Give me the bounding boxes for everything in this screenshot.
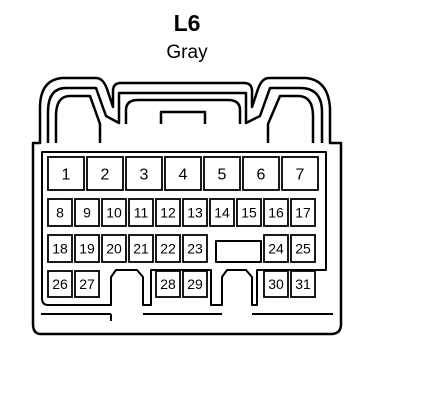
pin-cavity-14	[209, 198, 235, 227]
pin-cavity-11	[128, 198, 154, 227]
pin-cavity-3	[125, 156, 163, 191]
pin-cavity-22	[155, 234, 181, 263]
pin-label-30: 30	[268, 276, 284, 292]
pin-label-6: 6	[257, 167, 266, 184]
pin-cavity-26	[47, 270, 73, 298]
pin-cavity-27	[74, 270, 100, 298]
pin-cavity-20	[101, 234, 127, 263]
pin-cavity-29	[182, 270, 208, 298]
lock-tab	[124, 98, 242, 124]
pin-label-19: 19	[79, 241, 95, 257]
pin-cavity-31	[290, 270, 316, 298]
pin-cavity-13	[182, 198, 208, 227]
pin-label-17: 17	[295, 205, 311, 221]
pin-label-14: 14	[214, 205, 230, 221]
pin-cavity-10	[101, 198, 127, 227]
pin-label-11: 11	[134, 205, 149, 221]
pin-cavity-30	[263, 270, 289, 298]
pin-label-2: 2	[101, 167, 110, 184]
pin-label-25: 25	[295, 241, 311, 257]
pin-cavity-15	[236, 198, 262, 227]
pin-cavity-8	[47, 198, 73, 227]
pin-label-23: 23	[187, 241, 203, 257]
pin-cavity-16	[263, 198, 289, 227]
right-latch	[266, 94, 315, 143]
pin-label-16: 16	[268, 205, 284, 221]
pin-label-31: 31	[295, 276, 311, 292]
pin-cavity-24	[263, 234, 289, 263]
pin-cavity-12	[155, 198, 181, 227]
pin-cavity-2	[86, 156, 124, 191]
pin-label-1: 1	[62, 167, 71, 184]
pin-label-5: 5	[218, 167, 227, 184]
pin-label-27: 27	[79, 276, 95, 292]
pin-label-3: 3	[140, 167, 149, 184]
pin-label-10: 10	[106, 205, 122, 221]
bottom-ledge	[41, 313, 333, 321]
pin-cavity-1	[47, 156, 85, 191]
pin-cavity-18	[47, 234, 73, 263]
pin-label-12: 12	[160, 205, 176, 221]
pin-label-8: 8	[56, 205, 64, 221]
pin-cavity-19	[74, 234, 100, 263]
pin-label-9: 9	[83, 205, 91, 221]
pin-label-20: 20	[106, 241, 122, 257]
pin-cavity-7	[281, 156, 319, 191]
pin-block	[41, 151, 327, 306]
pin-label-26: 26	[52, 276, 68, 292]
pin-label-15: 15	[241, 205, 257, 221]
pin-label-22: 22	[160, 241, 176, 257]
pin-cavity-28	[155, 270, 181, 298]
lock-tab-inner	[159, 110, 207, 124]
left-latch	[54, 94, 102, 143]
pin-cavity-25	[290, 234, 316, 263]
pin-cavity-23	[182, 234, 208, 263]
pin-label-7: 7	[296, 167, 305, 184]
pin-label-29: 29	[187, 276, 203, 292]
connector-color: Gray	[166, 42, 208, 63]
pin-cavity-4	[164, 156, 202, 191]
blanked-cavity	[215, 240, 262, 263]
pin-label-21: 21	[133, 241, 149, 257]
pin-cavity-17	[290, 198, 316, 227]
connector-code: L6	[173, 10, 201, 36]
pin-cavity-21	[128, 234, 154, 263]
housing-outline	[31, 76, 343, 336]
housing-inner-contour	[46, 86, 324, 143]
pin-label-4: 4	[179, 167, 188, 184]
pin-cavity-5	[203, 156, 241, 191]
pin-label-28: 28	[160, 276, 176, 292]
pin-cavity-6	[242, 156, 280, 191]
pin-label-18: 18	[52, 241, 68, 257]
pin-label-24: 24	[268, 241, 284, 257]
pin-label-13: 13	[187, 205, 203, 221]
pin-cavity-9	[74, 198, 100, 227]
